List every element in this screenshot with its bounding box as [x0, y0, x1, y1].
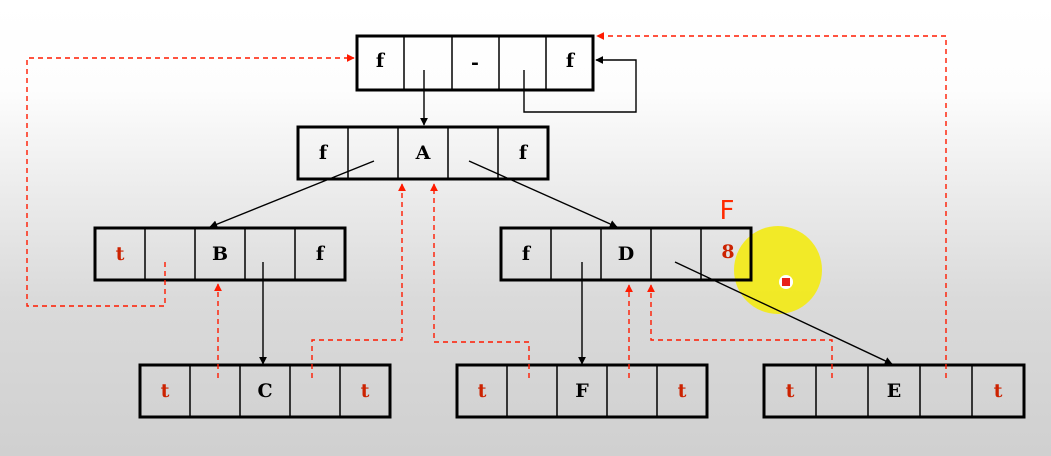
- node-A: f A f: [296, 125, 550, 181]
- node-F-data: F: [575, 380, 589, 402]
- node-C-left-tag: t: [161, 380, 170, 402]
- node-D-left-tag: f: [522, 243, 532, 265]
- node-F-left-tag: t: [478, 380, 487, 402]
- node-E-right-tag: t: [994, 380, 1003, 402]
- header-node: f - f: [355, 34, 595, 92]
- node-B-right-tag: f: [316, 243, 326, 265]
- node-F: t F t: [455, 363, 709, 419]
- node-C-right-tag: t: [361, 380, 370, 402]
- node-D: f D 8: [499, 226, 753, 282]
- node-A-data: A: [415, 142, 431, 164]
- node-B-left-tag: t: [116, 243, 125, 265]
- thread-E-left-to-D: [647, 284, 833, 378]
- thread-B-left-to-header: [26, 54, 355, 307]
- thread-E-right-to-header: [596, 32, 947, 378]
- cursor-dot-icon: [782, 278, 790, 286]
- node-B-data: B: [212, 243, 228, 265]
- thread-F-left-to-A: [430, 183, 530, 378]
- node-D-data: D: [618, 243, 634, 265]
- link-header-right-self: [523, 56, 637, 113]
- node-E: t E t: [762, 363, 1026, 419]
- link-A-to-B: [209, 160, 375, 229]
- node-B: t B f: [93, 226, 347, 282]
- cursor-highlight-icon: [734, 226, 822, 314]
- thread-C-right-to-A: [311, 183, 406, 378]
- node-C-data: C: [257, 380, 272, 402]
- header-right-tag: f: [566, 50, 576, 72]
- node-A-left-tag: f: [319, 142, 329, 164]
- link-A-to-D: [468, 160, 618, 228]
- node-A-right-tag: f: [519, 142, 529, 164]
- header-left-tag: f: [376, 50, 386, 72]
- node-F-right-tag: t: [678, 380, 687, 402]
- link-D-to-E: [674, 261, 893, 365]
- node-E-data: E: [887, 380, 901, 402]
- header-data: -: [471, 52, 479, 74]
- handwritten-annotation: F: [720, 196, 735, 226]
- node-C: t C t: [138, 363, 392, 419]
- node-E-left-tag: t: [786, 380, 795, 402]
- node-D-right-tag: 8: [721, 241, 734, 263]
